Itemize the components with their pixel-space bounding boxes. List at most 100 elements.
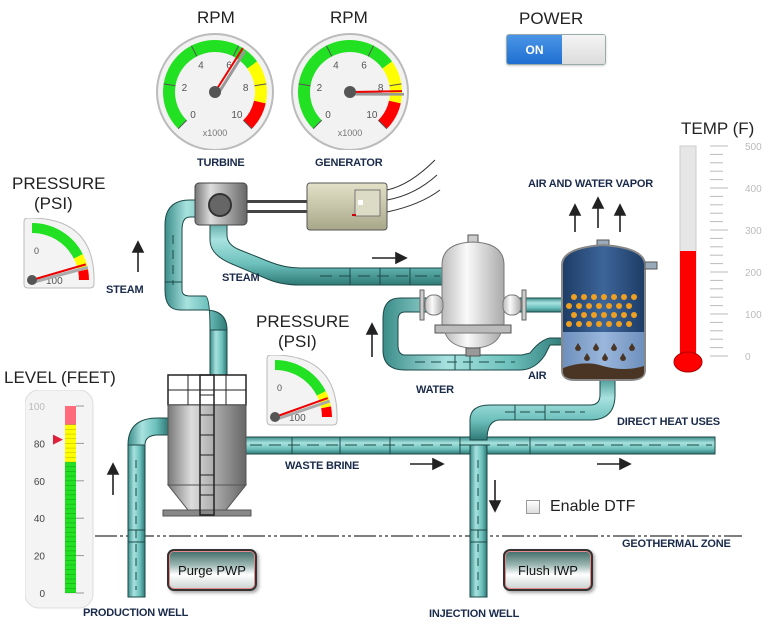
psi-hub	[270, 412, 280, 422]
gauge-tick-label: 0	[325, 110, 331, 121]
production-well-label: PRODUCTION WELL	[83, 607, 189, 619]
gauge-tick-label: 2	[182, 83, 188, 94]
steam-label-left: STEAM	[106, 284, 144, 296]
separator-vessel	[419, 234, 527, 357]
thermo-tick-label: 400	[745, 184, 762, 195]
level-title: LEVEL (FEET)	[4, 368, 116, 387]
gauge-tick-label: 0	[190, 110, 196, 121]
air-water-vapor-label: AIR AND WATER VAPOR	[528, 178, 653, 190]
psi-min-label: 0	[277, 383, 282, 393]
level-yellow-zone	[65, 424, 76, 463]
air-label: AIR	[528, 370, 547, 382]
gauge-tick	[325, 45, 333, 57]
gauge-red-band	[243, 100, 266, 129]
generator-caption: GENERATOR	[315, 157, 383, 169]
psi-face	[266, 355, 338, 426]
psi-max-label: 100	[46, 276, 63, 287]
psi-needle-shadow	[276, 399, 331, 421]
psi-red-band	[78, 269, 89, 281]
psi-hub	[27, 275, 37, 285]
injection-well-label: INJECTION WELL	[429, 608, 520, 620]
power-toggle[interactable]: ON	[506, 34, 606, 65]
direct-heat-pipe	[469, 374, 616, 441]
thermo-fill	[680, 251, 696, 356]
power-on-label: ON	[507, 35, 562, 64]
gauge-tick-label: 8	[243, 83, 249, 94]
flow-arrows	[106, 196, 632, 513]
gauge-tick-label: 10	[231, 110, 243, 121]
power-label: POWER	[519, 9, 584, 28]
level-red-zone	[65, 406, 76, 425]
geothermal-zone-label: GEOTHERMAL ZONE	[622, 538, 731, 550]
gauge-tick	[312, 119, 323, 130]
turbine	[194, 182, 307, 226]
gauge-needle	[214, 47, 244, 93]
gauge-tick	[298, 83, 311, 87]
gauge-tick-label: 8	[378, 83, 384, 94]
gauge-tick-label: 6	[361, 60, 367, 71]
level-tick-label: 0	[39, 589, 45, 600]
level-tick-label: 80	[34, 439, 46, 450]
enable-dtf-label: Enable DTF	[550, 498, 636, 515]
gauge-tick	[367, 45, 375, 57]
flush-iwp-button[interactable]: Flush IWP	[503, 549, 593, 591]
gauge-multiplier: x1000	[203, 128, 228, 138]
level-green-zone	[65, 462, 76, 593]
thermo-tick-label: 500	[745, 142, 762, 153]
thermo-tick-label: 0	[745, 352, 751, 363]
gauge-needle-shadow	[216, 50, 247, 95]
power-toggle-knob[interactable]	[562, 35, 605, 64]
level-tick-label: 60	[34, 477, 46, 488]
generator-rpm-title: RPM	[330, 8, 368, 27]
turbine-rpm-title: RPM	[197, 8, 235, 27]
enable-dtf-checkbox-box[interactable]	[526, 500, 540, 514]
gauge-tick	[242, 119, 253, 130]
waste-brine-label: WASTE BRINE	[285, 460, 360, 472]
gauge-tick-label: 6	[226, 60, 232, 71]
psi-needle	[274, 397, 329, 418]
flash-tank	[561, 239, 658, 381]
pressure-steam-title: PRESSURE	[12, 174, 106, 193]
gauge-multiplier: x1000	[338, 128, 363, 138]
generator	[306, 159, 441, 231]
psi-red-band	[321, 406, 332, 418]
psi-green-band	[274, 360, 326, 396]
gauge-tick-label: 4	[198, 60, 204, 71]
steam-label-mid: STEAM	[222, 272, 260, 284]
pressure-brine-unit: (PSI)	[278, 332, 317, 351]
gauge-tick	[190, 45, 198, 57]
pressure-brine-title: PRESSURE	[256, 312, 350, 331]
pressure-steam-gauge: 0 100	[23, 218, 95, 289]
thermo-bulb	[673, 351, 703, 373]
gauge-needle	[349, 90, 403, 93]
production-well-pipe	[127, 417, 169, 598]
level-pointer	[53, 434, 63, 445]
gauge-tick	[389, 83, 402, 87]
level-tick-label: 20	[34, 552, 46, 563]
gauge-hub	[344, 86, 356, 98]
psi-min-label: 0	[34, 246, 39, 256]
injection-well-pipe	[469, 444, 488, 598]
gauge-red-band	[378, 100, 401, 129]
thermo-tick-label: 300	[745, 226, 762, 237]
level-meter: 100 80 60 40 20 0	[25, 390, 94, 609]
turbine-caption: TURBINE	[197, 157, 245, 169]
gauge-hub	[209, 86, 221, 98]
level-tick-label: 40	[34, 514, 46, 525]
gauge-yellow-band	[382, 61, 402, 104]
psi-needle	[31, 263, 87, 281]
psi-green-band	[31, 223, 83, 259]
direct-heat-label: DIRECT HEAT USES	[617, 416, 720, 428]
gauge-tick-label: 10	[366, 110, 378, 121]
enable-dtf-checkbox[interactable]: Enable DTF	[526, 498, 635, 516]
wellhead-tank	[162, 374, 252, 517]
thermo-tick-label: 100	[745, 310, 762, 321]
gauge-tick	[232, 45, 240, 57]
purge-pwp-button[interactable]: Purge PWP	[167, 549, 257, 591]
gauge-tick	[177, 119, 188, 130]
gauge-yellow-band	[247, 61, 267, 104]
level-tick-label: 100	[28, 402, 45, 413]
